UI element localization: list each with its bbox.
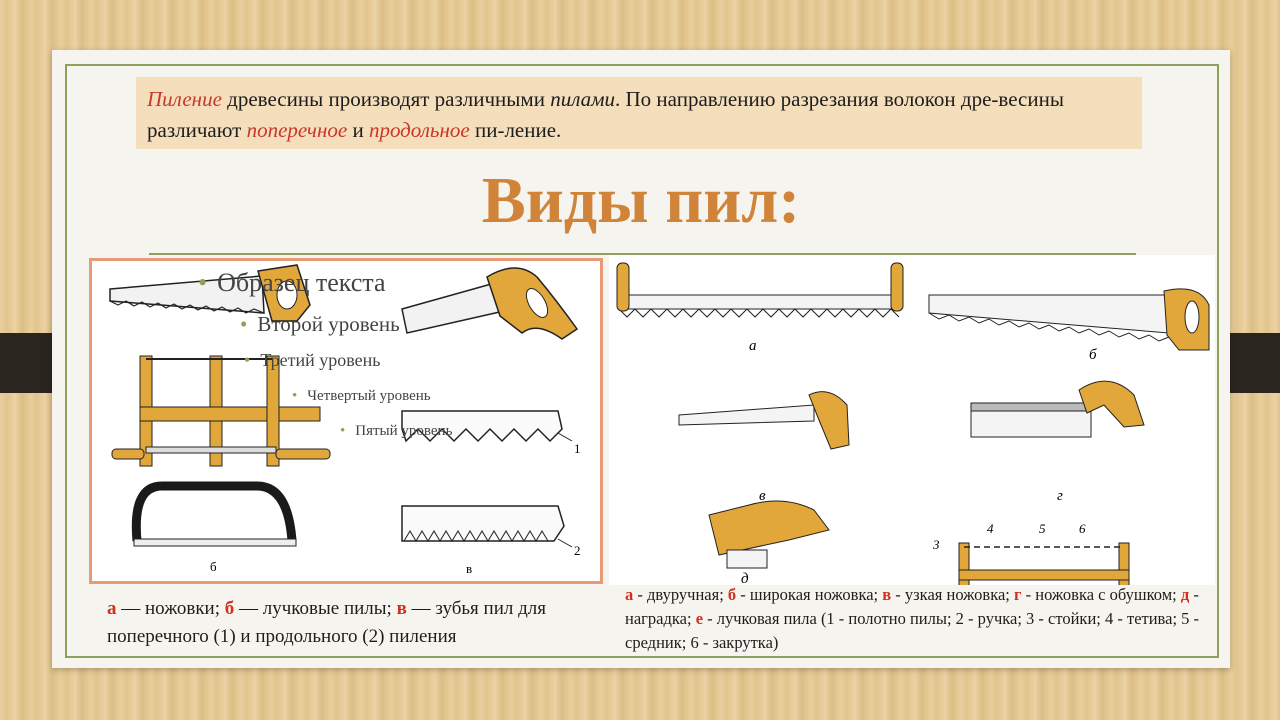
label-d: д: [741, 571, 749, 585]
two-man-saw-illustration: [616, 262, 904, 318]
term-rip: продольное: [368, 118, 470, 142]
saws-drawing-right: а б в г: [616, 262, 1210, 602]
caption-key-e: е: [695, 609, 704, 628]
saws-drawing-left: б 1 2 в: [109, 264, 581, 576]
term-cross: поперечное: [246, 118, 348, 142]
narrow-saw-illustration: [678, 391, 850, 450]
caption-part: - наградка;: [625, 585, 1199, 628]
label-v: в: [759, 488, 766, 504]
saws-figure-right: а б в г: [609, 255, 1215, 602]
wide-handsaw-illustration: [928, 288, 1210, 351]
hacksaw-illustration: [131, 481, 297, 547]
term-sawing: Пиление: [147, 87, 222, 111]
caption-key-a: а: [107, 598, 117, 619]
backsaw-illustration: [970, 380, 1145, 438]
caption-part: — ножовки;: [116, 598, 225, 619]
caption-key-v: в: [882, 585, 892, 604]
bow-saw-illustration: [111, 355, 331, 467]
label-v: в: [466, 561, 472, 576]
intro-text: Пиление древесины производят различными …: [136, 77, 1142, 149]
caption-right: а - двуручная; б - широкая ножовка; в - …: [625, 583, 1225, 655]
label-b: б: [210, 559, 217, 574]
caption-key-v: в: [396, 598, 407, 619]
label-g: г: [1057, 488, 1063, 504]
handsaw-illustration: [401, 267, 579, 340]
nagradka-illustration: [708, 500, 830, 569]
intro-part: пи-ление.: [469, 118, 562, 142]
label-a: а: [749, 338, 757, 354]
caption-key-g: г: [1014, 585, 1022, 604]
title-divider: [149, 253, 1136, 255]
label-n4: 4: [987, 521, 994, 536]
caption-key-b: б: [224, 598, 235, 619]
handsaw-illustration: [109, 264, 311, 322]
label-n5: 5: [1039, 521, 1046, 536]
intro-part: . По направлению разрезания волокон дре-…: [147, 87, 1064, 142]
label-teeth-2: 2: [574, 543, 581, 558]
caption-part: - двуручная;: [633, 585, 728, 604]
label-teeth-1: 1: [574, 441, 581, 456]
intro-part: древесины производят различными: [221, 87, 551, 111]
page-title: Виды пил:: [481, 164, 801, 237]
caption-key-d: д: [1180, 585, 1190, 604]
crosscut-teeth-illustration: [401, 410, 573, 443]
caption-key-a: а: [625, 585, 634, 604]
caption-part: — лучковые пилы;: [234, 598, 397, 619]
caption-part: — зубья пил для поперечного (1) и продол…: [107, 598, 546, 647]
slide: Пиление древесины производят различными …: [52, 50, 1230, 668]
label-b: б: [1089, 347, 1097, 363]
caption-part: - узкая ножовка;: [891, 585, 1014, 604]
label-n3: 3: [932, 537, 940, 552]
slide-frame: [65, 64, 1219, 658]
intro-part: и: [347, 118, 369, 142]
caption-key-b: б: [727, 585, 737, 604]
frame-saw-illustration: [958, 542, 1130, 602]
label-n6: 6: [1079, 521, 1086, 536]
saws-figure-left: б 1 2 в: [89, 258, 603, 584]
term-saws: пилами: [550, 87, 616, 111]
caption-part: - ножовка с обушком;: [1021, 585, 1181, 604]
rip-teeth-illustration: [401, 505, 573, 548]
caption-left: а — ножовки; б — лучковые пилы; в — зубь…: [107, 595, 597, 651]
caption-part: - широкая ножовка;: [736, 585, 883, 604]
caption-part: - лучковая пила (1 - полотно пилы; 2 - р…: [625, 609, 1200, 652]
